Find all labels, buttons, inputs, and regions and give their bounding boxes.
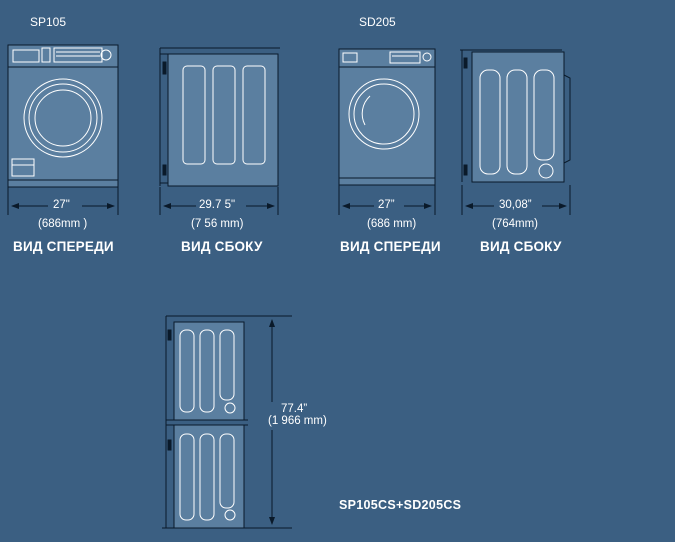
sd205-front-caption: ВИД СПЕРЕДИ [340, 239, 441, 254]
stack-side-drawing [162, 316, 292, 528]
sp105-front-width-mm-label: (686mm ) [38, 218, 88, 230]
sd205-side-depth-mm-label: (764mm) [492, 218, 539, 230]
sp105-front-width-label: 27" [53, 199, 70, 211]
sd205-model-label: SD205 [359, 15, 396, 29]
sp105-front-caption: ВИД СПЕРЕДИ [13, 239, 114, 254]
sp105-model-label: SP105 [30, 15, 67, 29]
sd205-front-width-label: 27” [378, 199, 395, 211]
sp105-side-depth-mm-label: (7 56 mm) [191, 218, 244, 230]
sd205-front-drawing [339, 49, 435, 215]
stack-model-label: SP105CS+SD205CS [339, 498, 462, 512]
sd205-side-depth-label: 30,08” [499, 199, 532, 211]
sd205-front-width-mm-label: (686 mm) [367, 218, 417, 230]
stack-height-mm-label: (1 966 mm) [268, 415, 327, 427]
stack-height-label: 77.4” [281, 403, 308, 415]
sp105-side-caption: ВИД СБОКУ [181, 239, 263, 254]
sd205-side-caption: ВИД СБОКУ [480, 239, 562, 254]
sp105-side-drawing [160, 48, 280, 215]
sp105-side-depth-label: 29.7 5" [199, 199, 236, 211]
sp105-front-drawing [8, 45, 118, 215]
sd205-side-drawing [460, 50, 570, 215]
